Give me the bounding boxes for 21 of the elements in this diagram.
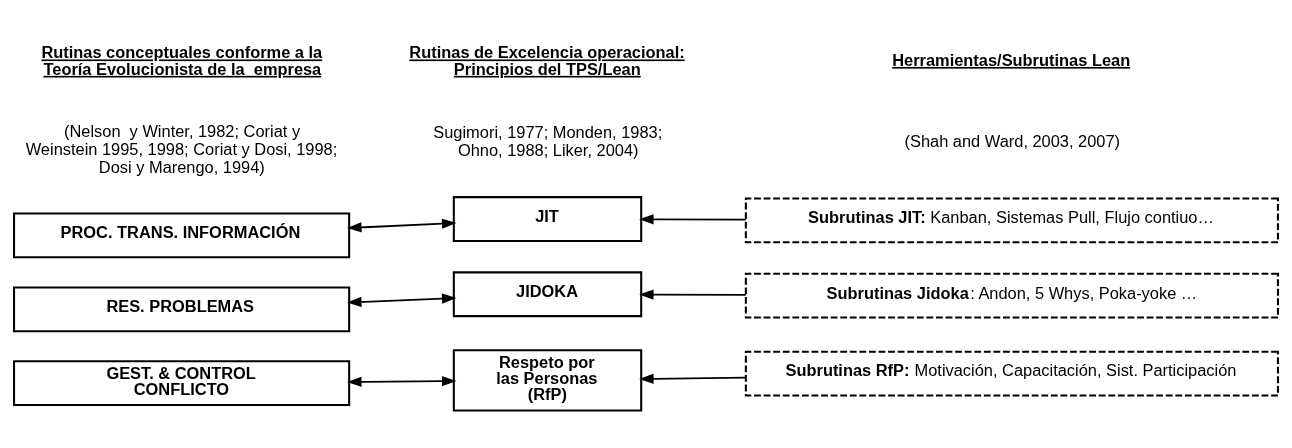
node-box: Subrutinas RfP: Motivación, Capacitación, Sist. Participación [744, 350, 1279, 396]
arrow [347, 218, 457, 232]
node-box: JIDOKA [452, 270, 643, 317]
node-box: JIT [452, 195, 643, 242]
arrow [639, 213, 747, 224]
arrow [639, 373, 747, 384]
node-box: PROC. TRANS. INFORMACIÓN [13, 212, 351, 258]
label: Rutinas de Excelencia operacional: Principios del TPS/Lean [409, 42, 685, 78]
label: (Shah and Ward, 2003, 2007) [904, 131, 1121, 150]
node-box: Respeto por las Personas (RfP) [452, 348, 643, 412]
arrow [347, 293, 457, 307]
label: Rutinas conceptuales conforme a la Teoría Evolucionista de la empresa [41, 42, 323, 78]
label: (Nelson y Winter, 1982; Coriat y Weinstein 1995, 1998; Coriat y Dosi, 1998; Dosi y Marengo, 1994) [25, 121, 338, 176]
node-box: Subrutinas Jidoka: Andon, 5 Whys, Poka-yoke … [744, 272, 1279, 319]
node-box: GEST. & CONTROL CONFLICTO [13, 359, 351, 406]
arrow [639, 288, 747, 300]
label: Sugimori, 1977; Monden, 1983; Ohno, 1988; Liker, 2004) [433, 122, 663, 159]
arrow [347, 375, 457, 387]
node-box: Subrutinas JIT: Kanban, Sistemas Pull, Flujo contiuo… [744, 197, 1279, 243]
node-box: RES. PROBLEMAS [13, 285, 351, 332]
label: Herramientas/Subrutinas Lean [892, 50, 1131, 69]
